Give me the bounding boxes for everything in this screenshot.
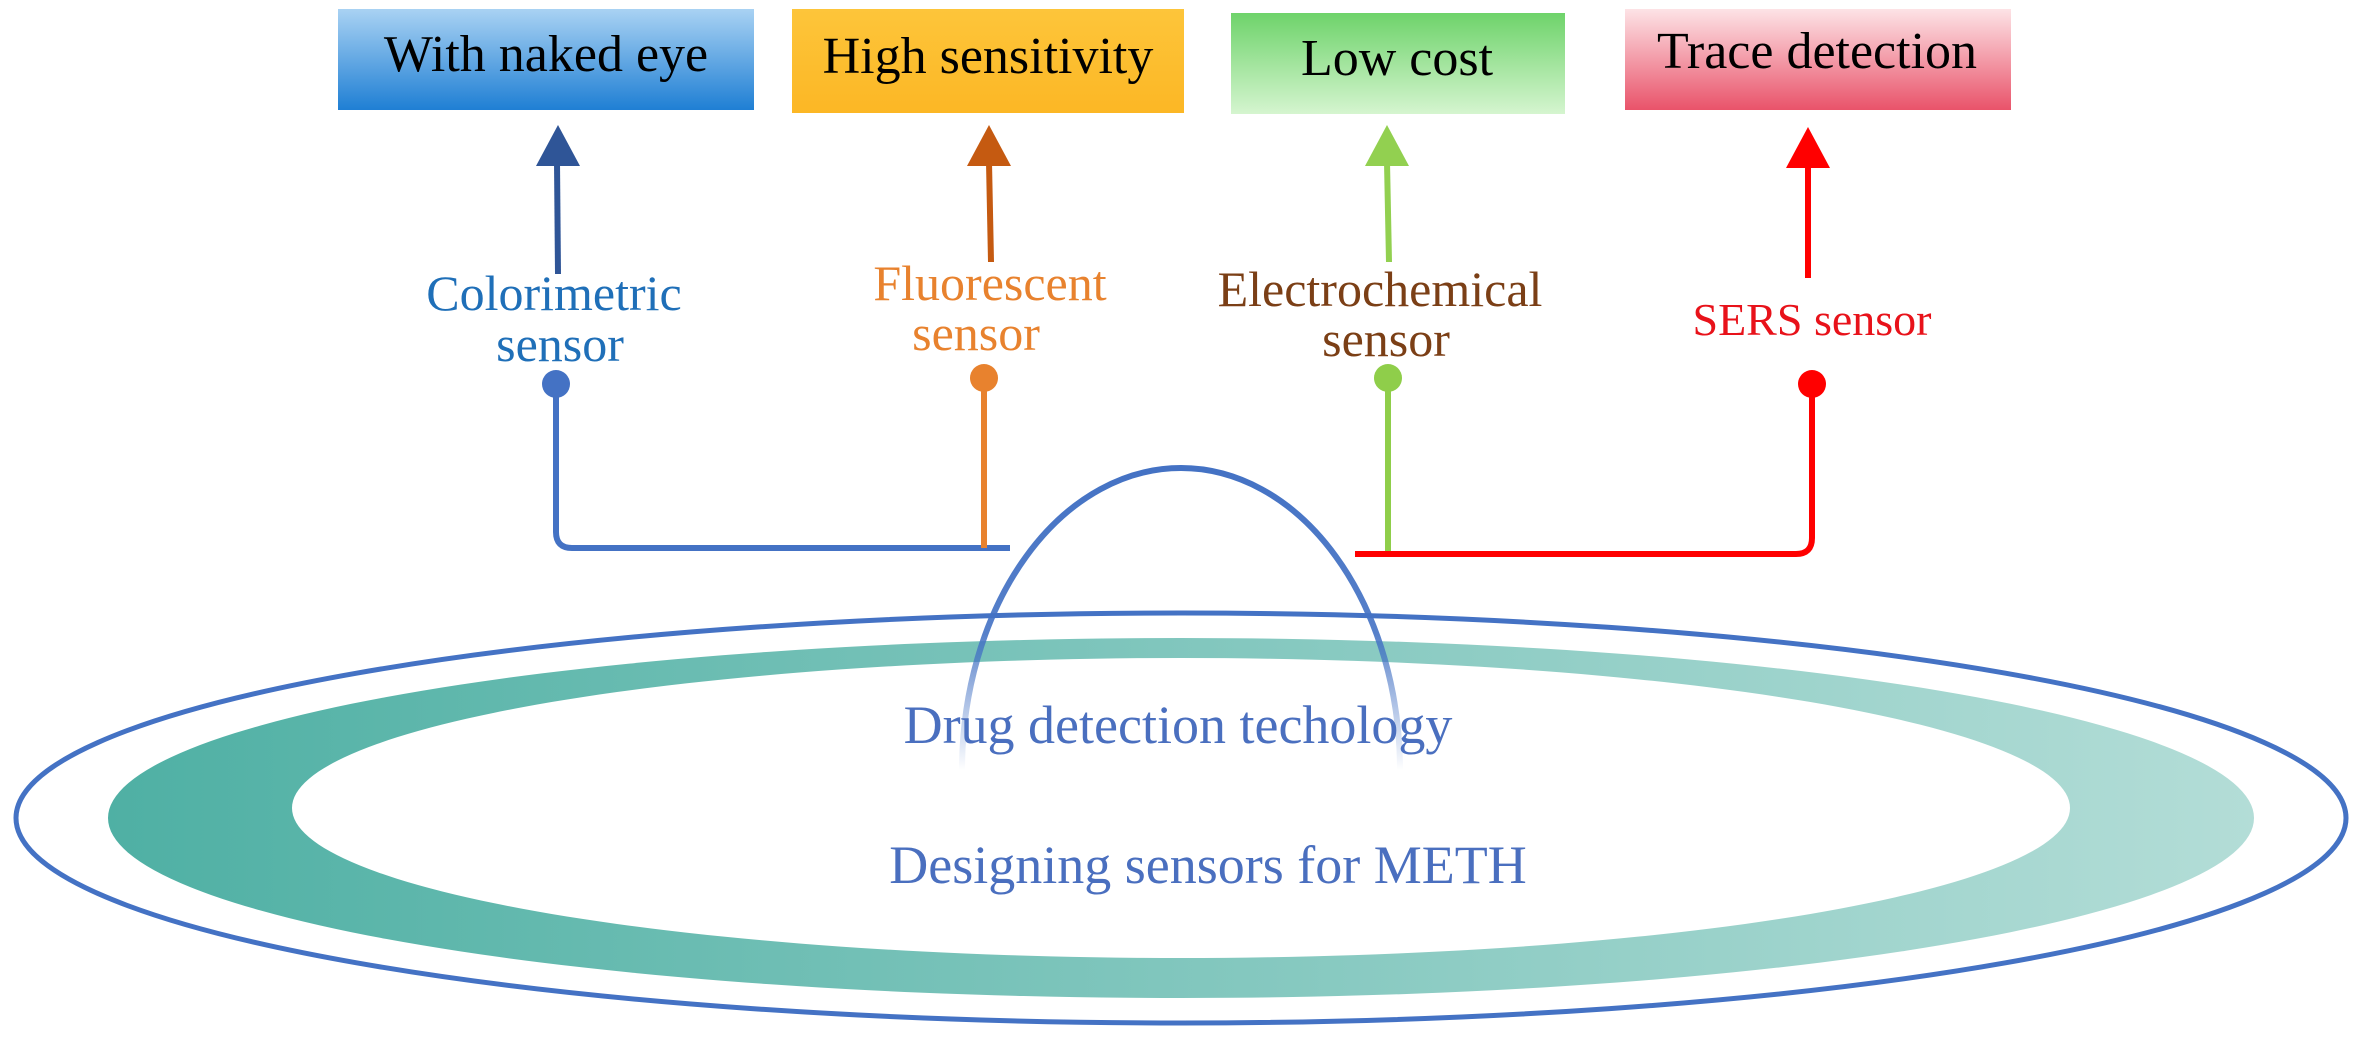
sensor-fluorescent-line2: sensor bbox=[912, 305, 1040, 361]
arrow-head-fluorescent bbox=[967, 125, 1011, 166]
node-dot-fluorescent bbox=[970, 364, 998, 392]
node-dot-colorimetric bbox=[542, 370, 570, 398]
benefit-box-bg bbox=[792, 9, 1184, 113]
arrow-head-colorimetric bbox=[536, 125, 580, 166]
benefit-label: With naked eye bbox=[384, 26, 708, 83]
center-subtitle: Designing sensors for METH bbox=[889, 835, 1526, 895]
benefit-high-sensitivity: High sensitivity bbox=[792, 9, 1184, 113]
benefit-boxes: With naked eye High sensitivity Low cost… bbox=[338, 9, 2011, 114]
arrow-head-sers bbox=[1786, 127, 1830, 168]
arrow-shaft-electrochemical bbox=[1384, 161, 1392, 263]
benefit-label: Trace detection bbox=[1657, 23, 1977, 80]
benefit-box-bg bbox=[338, 9, 754, 110]
sensor-fluorescent-line1: Fluorescent bbox=[873, 255, 1106, 311]
benefit-label: High sensitivity bbox=[823, 28, 1154, 85]
platform bbox=[13, 610, 2349, 1026]
arrows bbox=[536, 125, 1830, 278]
connector-sers bbox=[1355, 384, 1815, 557]
node-dot-electrochemical bbox=[1374, 364, 1402, 392]
sensor-colorimetric-line1: Colorimetric bbox=[426, 265, 682, 321]
sensor-labels: Colorimetric sensor Fluorescent sensor E… bbox=[426, 255, 1931, 372]
sensor-sers-line1: SERS sensor bbox=[1693, 294, 1932, 345]
benefit-box-bg bbox=[1231, 13, 1565, 114]
benefit-trace-detection: Trace detection bbox=[1625, 9, 2011, 110]
arrow-shaft-fluorescent bbox=[986, 161, 994, 263]
hub-dome bbox=[959, 465, 1403, 771]
center-title: Drug detection techology bbox=[904, 695, 1453, 755]
connectors bbox=[542, 364, 1826, 557]
benefit-label: Low cost bbox=[1301, 30, 1494, 87]
benefit-box-bg bbox=[1625, 9, 2011, 110]
sensor-electrochemical-line1: Electrochemical bbox=[1218, 261, 1543, 317]
connector-colorimetric bbox=[553, 384, 1010, 551]
arrow-shaft-colorimetric bbox=[554, 161, 561, 275]
sensor-colorimetric-line2: sensor bbox=[496, 316, 624, 372]
benefit-low-cost: Low cost bbox=[1231, 13, 1565, 114]
outer-ring bbox=[13, 610, 2349, 1026]
arrow-head-electrochemical bbox=[1365, 125, 1409, 166]
benefit-with-naked-eye: With naked eye bbox=[338, 9, 754, 110]
sensor-electrochemical-line2: sensor bbox=[1322, 311, 1450, 367]
node-dot-sers bbox=[1798, 370, 1826, 398]
